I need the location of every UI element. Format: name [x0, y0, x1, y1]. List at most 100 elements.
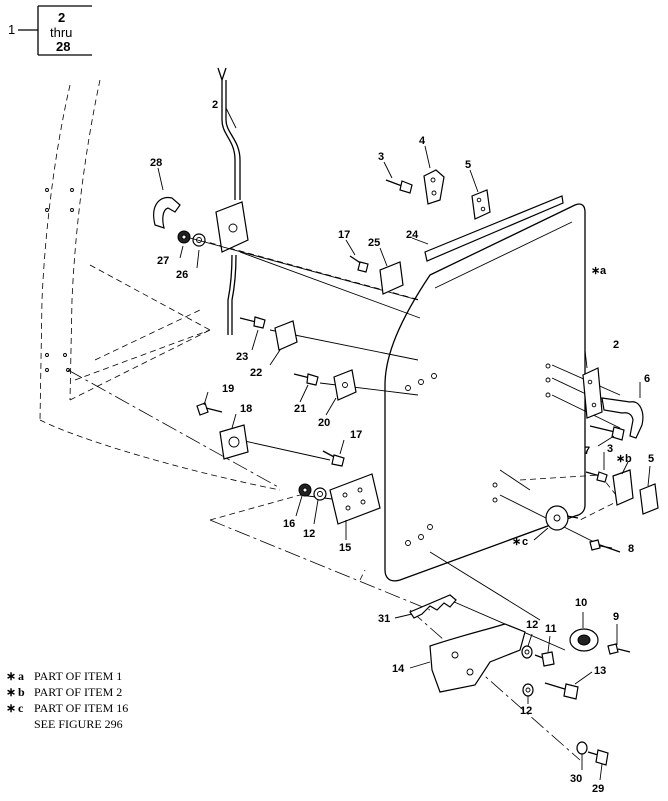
- plate-25: [379, 261, 404, 295]
- callout-c-center: c: [522, 536, 528, 548]
- callout-17-top: 17: [338, 229, 350, 241]
- inside-handle: [153, 196, 181, 229]
- washer-16: [298, 483, 312, 497]
- legend-row-a: ∗ a PART OF ITEM 1: [6, 669, 122, 683]
- callout-5-top: 5: [465, 159, 471, 171]
- latch-rod: [217, 67, 241, 335]
- screw-9: [607, 643, 631, 655]
- callout-5-right: 5: [648, 453, 654, 465]
- legend-key-c: c: [18, 701, 24, 715]
- plate-b: [612, 469, 634, 506]
- hinge-14: [429, 623, 526, 693]
- callout-13: 13: [594, 665, 606, 677]
- bolt-7: [589, 425, 625, 441]
- callout-23: 23: [236, 351, 248, 363]
- door-panel: [384, 203, 586, 582]
- callout-3-top: 3: [378, 151, 384, 163]
- callout-25: 25: [368, 237, 380, 249]
- item-range-box: 1 2 thru 28: [8, 5, 92, 56]
- washer-12-mid: [521, 645, 533, 659]
- callout-19: 19: [222, 383, 234, 395]
- bolt-3-top: [385, 179, 413, 194]
- plate-20: [333, 369, 357, 401]
- leader-lines: [157, 107, 651, 781]
- legend-note: SEE FIGURE 296: [34, 717, 123, 731]
- legend: ∗ a PART OF ITEM 1 ∗ b PART OF ITEM 2 ∗ …: [6, 669, 128, 731]
- svg-text:∗: ∗: [6, 669, 16, 683]
- screw-23: [239, 316, 266, 329]
- legend-text-b: PART OF ITEM 2: [34, 685, 122, 699]
- callout-28: 28: [150, 157, 162, 169]
- callout-26: 26: [176, 269, 188, 281]
- callout-21: 21: [294, 403, 306, 415]
- legend-text-c: PART OF ITEM 16: [34, 701, 128, 715]
- callout-a-right: a: [600, 265, 607, 277]
- latch-plate-2-right: [582, 367, 603, 419]
- callout-27: 27: [157, 255, 169, 267]
- callout-2-top: 2: [212, 99, 218, 111]
- callout-29: 29: [592, 783, 604, 795]
- range-start: 2: [58, 10, 65, 25]
- callout-c-star: ∗: [512, 536, 521, 548]
- bumper-10: [569, 628, 599, 652]
- legend-text-a: PART OF ITEM 1: [34, 669, 122, 683]
- callout-12-low: 12: [520, 705, 532, 717]
- callout-7: 7: [584, 445, 590, 457]
- plate-5-top: [471, 189, 491, 220]
- callout-a-star: ∗: [591, 265, 600, 277]
- latch-plate-15: [329, 473, 381, 525]
- legend-row-b: ∗ b PART OF ITEM 2: [6, 685, 122, 699]
- plate-5-right: [639, 483, 659, 515]
- screw-8: [589, 539, 621, 553]
- callout-2-right: 2: [613, 339, 619, 351]
- bolt-13: [544, 682, 579, 700]
- bolt-11: [534, 651, 555, 667]
- weather-strip: [424, 195, 564, 262]
- legend-key-b: b: [18, 685, 25, 699]
- callout-31: 31: [378, 613, 390, 625]
- screw-21: [293, 373, 319, 386]
- washer-30: [576, 741, 588, 755]
- legend-key-a: a: [18, 669, 24, 683]
- callout-b-star: ∗: [616, 453, 625, 465]
- dashed-boundary: [209, 474, 621, 581]
- plate-18: [219, 424, 249, 460]
- striker-c: [545, 505, 579, 531]
- cab-outline: [39, 79, 421, 491]
- plate-22: [274, 320, 298, 351]
- callout-16: 16: [283, 518, 295, 530]
- screw-17-top: [349, 255, 369, 273]
- svg-text:∗: ∗: [6, 685, 16, 699]
- callout-12-mid: 12: [526, 619, 538, 631]
- item-number: 1: [8, 22, 15, 37]
- callout-b-right: b: [625, 453, 632, 465]
- screw-17-mid: [322, 450, 345, 467]
- callout-14: 14: [392, 663, 405, 675]
- latch-plate-upper: [215, 201, 249, 253]
- outside-handle-6: [601, 397, 644, 439]
- callout-8: 8: [628, 543, 634, 555]
- bolt-3-right: [585, 471, 608, 483]
- callout-15: 15: [339, 542, 351, 554]
- callout-18: 18: [240, 403, 252, 415]
- callout-labels: 2 3 4 5 24 28 27 26 17 25 ∗ a 2 6 7 23 2…: [150, 99, 654, 795]
- legend-row-c: ∗ c PART OF ITEM 16: [6, 701, 128, 715]
- hinge-bracket-4: [423, 169, 445, 205]
- bracket-31: [409, 594, 457, 619]
- range-end: 28: [56, 39, 70, 54]
- washer-12-low: [522, 683, 534, 697]
- callout-24: 24: [406, 229, 419, 241]
- callout-12-left: 12: [303, 528, 315, 540]
- washer-12-left: [313, 487, 327, 501]
- callout-30: 30: [570, 773, 582, 785]
- callout-10: 10: [575, 597, 587, 609]
- bolt-19: [196, 402, 223, 416]
- callout-3-right: 3: [607, 443, 613, 455]
- bolt-29: [587, 749, 609, 766]
- svg-text:∗: ∗: [6, 701, 16, 715]
- range-word: thru: [50, 25, 72, 40]
- callout-11: 11: [545, 623, 557, 635]
- callout-9: 9: [613, 611, 619, 623]
